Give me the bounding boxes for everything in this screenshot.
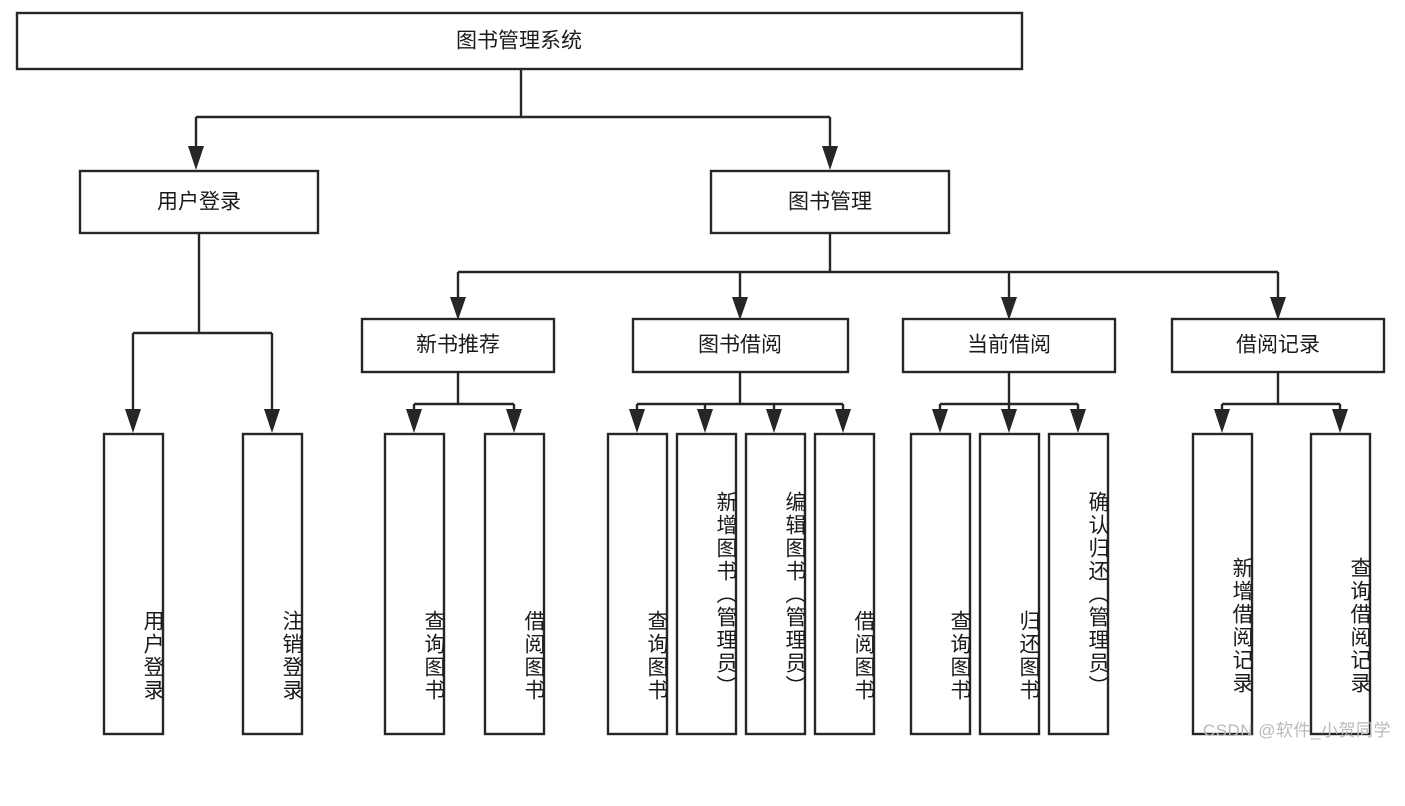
- arrow-to-book-borrow: [732, 297, 748, 320]
- connector-book-manage-to-level3: [450, 233, 1286, 320]
- csdn-watermark: CSDN @软件_小贺同学: [1202, 721, 1391, 740]
- user-login-label: 用户登录: [157, 191, 241, 214]
- leaf-box-user-login[interactable]: [102, 432, 165, 736]
- root-box[interactable]: [15, 11, 1024, 71]
- leaf-box-borrow-book-1[interactable]: [483, 432, 546, 736]
- node-book-manage[interactable]: 图书管理: [709, 169, 951, 235]
- book-borrow-label: 图书借阅: [698, 334, 782, 357]
- new-book-recommend-box[interactable]: [360, 317, 556, 374]
- node-root[interactable]: 图书管理系统: [15, 11, 1024, 71]
- node-new-book-recommend[interactable]: 新书推荐: [360, 317, 556, 374]
- arrow-to-leaf-borrow-book-2: [835, 409, 851, 433]
- arrow-to-leaf-confirm-return: [1070, 409, 1086, 433]
- functional-structure-diagram: 图书管理系统 用户登录 图书管理: [15, 11, 1391, 740]
- leaf-box-query-book-1[interactable]: [383, 432, 446, 736]
- leaf-box-logout[interactable]: [241, 432, 304, 736]
- book-manage-label: 图书管理: [788, 191, 872, 214]
- arrow-to-leaf-query-book-3: [932, 409, 948, 433]
- leaf-box-add-record[interactable]: [1191, 432, 1254, 736]
- leaf-box-query-record[interactable]: [1309, 432, 1372, 736]
- leaf-box-return-book[interactable]: [978, 432, 1041, 736]
- arrow-to-leaf-logout: [264, 409, 280, 433]
- arrow-to-leaf-user-login: [125, 409, 141, 433]
- connector-new-book-to-leaves: [406, 372, 522, 433]
- connector-borrow-record-to-leaves: [1214, 372, 1348, 433]
- leaf-box-confirm-return[interactable]: [1047, 432, 1110, 736]
- leaf-box-add-book[interactable]: [675, 432, 738, 736]
- root-label: 图书管理系统: [456, 30, 582, 53]
- connector-book-borrow-to-leaves: [629, 372, 851, 433]
- user-login-box[interactable]: [78, 169, 320, 235]
- leaf-box-edit-book[interactable]: [744, 432, 807, 736]
- arrow-to-leaf-add-book: [697, 409, 713, 433]
- leaf-box-borrow-book-2[interactable]: [813, 432, 876, 736]
- arrow-to-new-book: [450, 297, 466, 320]
- arrow-to-leaf-query-book-2: [629, 409, 645, 433]
- arrow-to-leaf-query-book-1: [406, 409, 422, 433]
- leaf-box-query-book-3[interactable]: [909, 432, 972, 736]
- current-borrow-box[interactable]: [901, 317, 1117, 374]
- arrow-to-current-borrow: [1001, 297, 1017, 320]
- leaf-box-query-book-2[interactable]: [606, 432, 669, 736]
- connector-current-borrow-to-leaves: [932, 372, 1086, 433]
- arrow-to-leaf-return-book: [1001, 409, 1017, 433]
- arrow-to-leaf-query-record: [1332, 409, 1348, 433]
- arrow-to-leaf-borrow-book-1: [506, 409, 522, 433]
- node-user-login[interactable]: 用户登录: [78, 169, 320, 235]
- new-book-recommend-label: 新书推荐: [416, 334, 500, 357]
- current-borrow-label: 当前借阅: [967, 334, 1051, 357]
- arrow-to-borrow-record: [1270, 297, 1286, 320]
- arrow-to-user-login: [188, 146, 204, 170]
- node-current-borrow[interactable]: 当前借阅: [901, 317, 1117, 374]
- borrow-record-label: 借阅记录: [1236, 334, 1320, 357]
- arrow-to-leaf-edit-book: [766, 409, 782, 433]
- node-borrow-record[interactable]: 借阅记录: [1170, 317, 1386, 374]
- node-book-borrow[interactable]: 图书借阅: [631, 317, 850, 374]
- arrow-to-book-manage: [822, 146, 838, 170]
- tree-canvas: 图书管理系统 用户登录 图书管理: [15, 11, 1386, 736]
- arrow-to-leaf-add-record: [1214, 409, 1230, 433]
- connector-root-to-level2: [188, 69, 838, 170]
- connector-user-login-to-leaves: [125, 233, 280, 433]
